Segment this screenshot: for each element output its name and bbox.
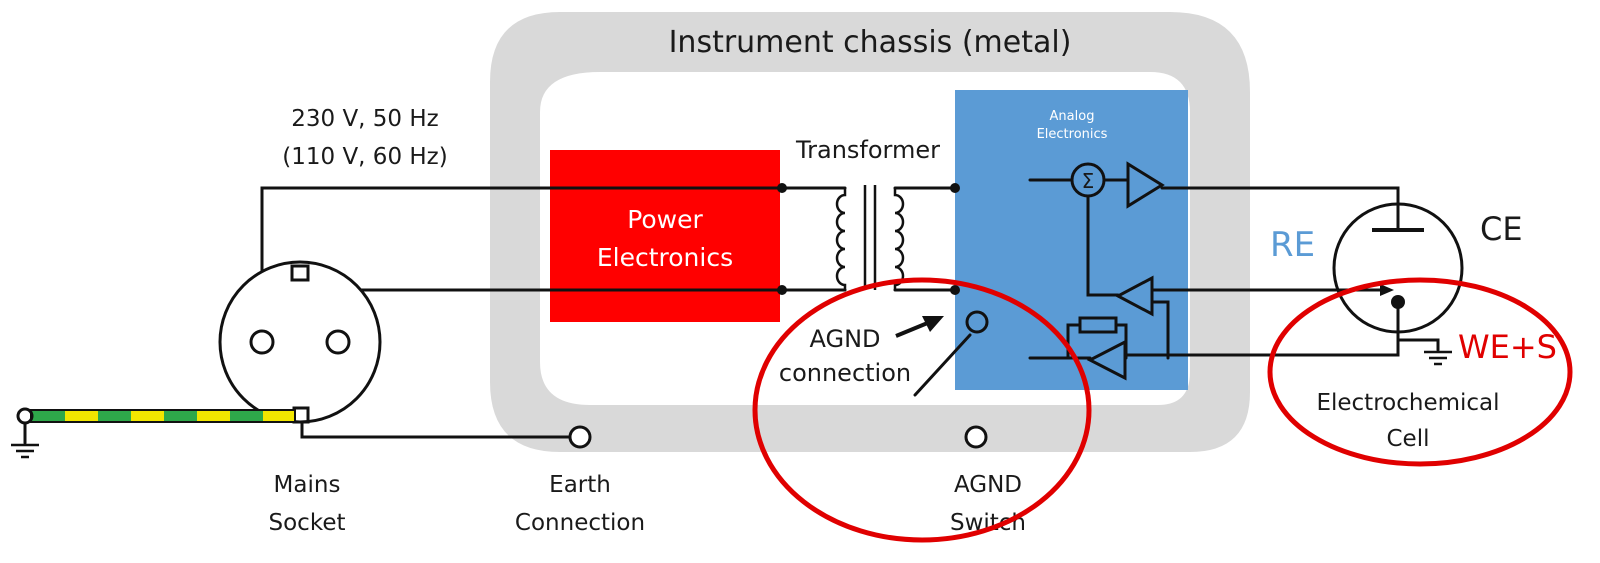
cell-label-2: Cell <box>1387 426 1430 452</box>
earth-cable-stripe <box>263 411 294 421</box>
earth-cable-stripe <box>65 411 98 421</box>
agnd-arrow-shaft <box>895 320 931 338</box>
re-feedback-wire <box>1086 194 1120 297</box>
earth-connection-terminal <box>568 425 592 449</box>
transformer-primary-coil <box>835 188 847 290</box>
earth-cable-stripe <box>131 411 164 421</box>
power-electronics-block <box>550 150 780 322</box>
agnd-highlight-ellipse <box>752 277 1092 543</box>
we-s-label: WE+S <box>1458 328 1557 366</box>
mains-socket-label-1: Mains <box>274 472 341 498</box>
agnd-connection-label-1: AGND <box>809 325 880 353</box>
secondary-top-dot <box>950 183 960 193</box>
agnd-arrow-head <box>922 316 944 332</box>
agnd-terminal <box>965 310 989 334</box>
control-amplifier <box>1126 161 1165 209</box>
agnd-switch-lever <box>913 333 972 397</box>
agnd-switch-label-2: Switch <box>950 510 1026 536</box>
mains-socket-label-2: Socket <box>269 510 346 536</box>
earth-cable-stripe <box>98 411 131 421</box>
earth-cable-end <box>16 407 34 425</box>
agnd-switch-label-1: AGND <box>954 472 1022 498</box>
power-electronics-label-2: Electronics <box>597 243 733 272</box>
earth-cable-stripes <box>32 411 294 421</box>
live-junction-dot <box>777 183 787 193</box>
chassis-title: Instrument chassis (metal) <box>669 25 1072 60</box>
socket-neutral-pin <box>325 329 351 355</box>
agnd-switch-terminal <box>964 425 988 449</box>
re-arrow-head <box>1380 284 1394 296</box>
instrument-chassis <box>490 12 1250 452</box>
summing-symbol: Σ <box>1082 169 1095 193</box>
power-electronics-label-1: Power <box>627 205 703 234</box>
earth-connection-label-1: Earth <box>549 472 611 498</box>
earth-connection-label-2: Connection <box>515 510 645 536</box>
re-buffer-amplifier <box>1114 275 1154 317</box>
earth-cable-stripe <box>197 411 230 421</box>
socket-live-pin <box>249 329 275 355</box>
tia-amplifier <box>1086 339 1127 381</box>
neutral-junction-dot <box>777 285 787 295</box>
socket-top-pin <box>290 264 310 282</box>
earth-cable-stripe <box>164 411 197 421</box>
cell-label-1: Electrochemical <box>1316 390 1499 416</box>
transformer-secondary-coil <box>893 188 905 290</box>
mains-socket <box>218 260 382 424</box>
earth-connection-wire <box>300 420 572 439</box>
agnd-connection-label-2: connection <box>779 359 911 387</box>
we-ground-wire <box>1396 300 1440 352</box>
mains-voltage-label: 230 V, 50 Hz <box>291 106 439 132</box>
earth-cable-stripe <box>230 411 263 421</box>
re-label: RE <box>1270 225 1315 265</box>
transformer-label: Transformer <box>795 136 940 164</box>
re-buffer-loop <box>1150 300 1170 360</box>
analog-electronics-block <box>955 90 1188 390</box>
analog-electronics-label-1: Analog <box>1050 109 1095 124</box>
earth-cable-stripe <box>32 411 65 421</box>
ce-label: CE <box>1480 210 1523 248</box>
mains-voltage-alt-label: (110 V, 60 Hz) <box>282 144 447 170</box>
analog-electronics-label-2: Electronics <box>1037 127 1108 142</box>
secondary-bottom-dot <box>950 285 960 295</box>
cell-highlight-ellipse <box>1267 277 1573 467</box>
